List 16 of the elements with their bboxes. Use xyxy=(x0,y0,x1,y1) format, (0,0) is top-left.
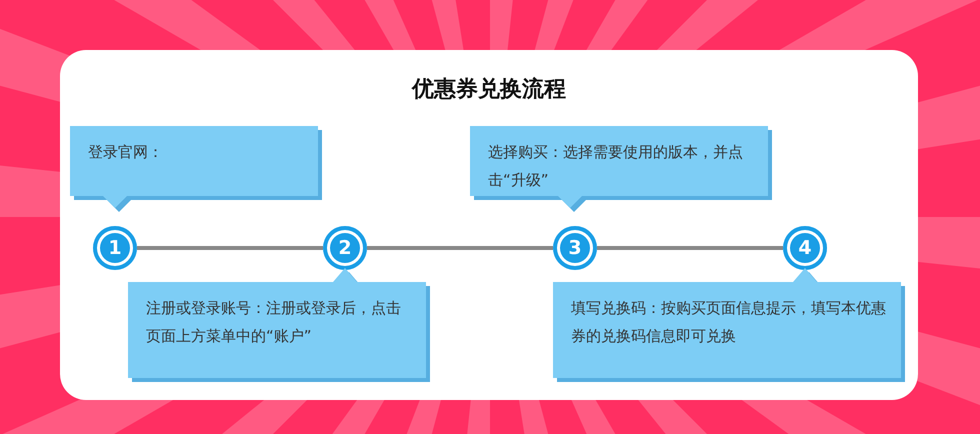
callout-bubble xyxy=(128,268,430,382)
callout-bubble xyxy=(70,126,322,214)
step-description: 登录官网： xyxy=(88,142,164,163)
callout-bubble xyxy=(553,268,905,382)
step-number-circle: 3 xyxy=(553,226,597,270)
connector-line xyxy=(597,246,783,250)
connector-line xyxy=(367,246,553,250)
step-number-circle: 4 xyxy=(783,226,827,270)
step-description: 选择购买：选择需要使用的版本，并点击“升级” xyxy=(488,142,744,191)
step-number-circle: 1 xyxy=(93,226,137,270)
title: 优惠券兑换流程 xyxy=(410,76,567,104)
step-number-circle: 2 xyxy=(323,226,367,270)
step-description: 注册或登录账号：注册或登录后，点击页面上方菜单中的“账户” xyxy=(146,298,402,347)
step-description: 填写兑换码：按购买页面信息提示，填写本优惠券的兑换码信息即可兑换 xyxy=(571,298,887,347)
connector-line xyxy=(137,246,323,250)
callout-bubble xyxy=(470,126,772,214)
